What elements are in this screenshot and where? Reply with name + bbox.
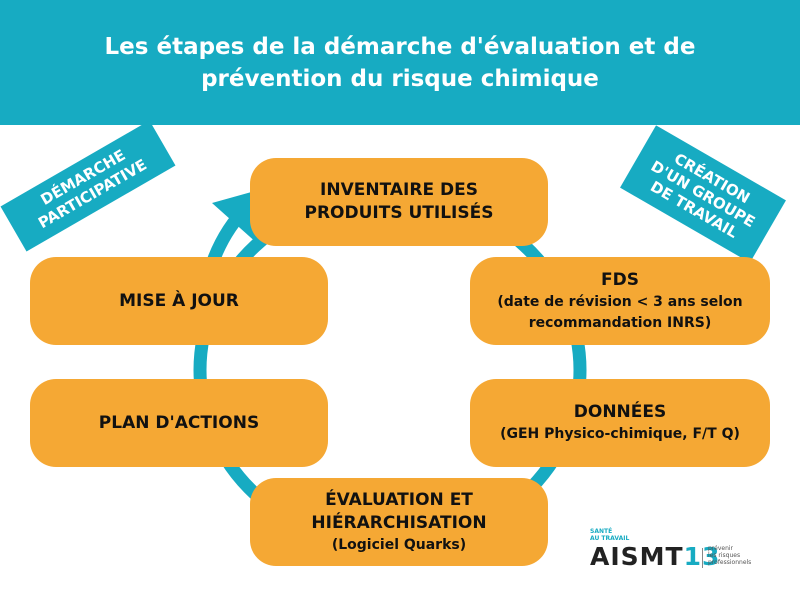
title-line-2: prévention du risque chimique xyxy=(201,65,599,92)
step-fds-sub-1: (date de révision < 3 ans selon xyxy=(497,293,743,310)
step-mise-a-jour: MISE À JOUR xyxy=(30,257,328,345)
logo-small-line-1: SANTÉ xyxy=(590,528,613,535)
logo-name-number: 13 xyxy=(683,542,721,571)
logo-separator xyxy=(702,548,703,568)
step-inventaire-line-1: INVENTAIRE DES xyxy=(320,180,478,200)
step-fds-sub-2: recommandation INRS) xyxy=(528,314,712,331)
logo-tagline-1: prévenir xyxy=(708,545,734,552)
step-plan-title: PLAN D'ACTIONS xyxy=(98,412,260,433)
page-title: Les étapes de la démarche d'évaluation e… xyxy=(60,31,740,95)
logo-tagline-3: professionnels xyxy=(708,559,752,566)
logo-small-text: SANTÉ AU TRAVAIL xyxy=(590,528,629,542)
logo-name-letters: AISMT xyxy=(590,542,684,571)
step-donnees-sub: (GEH Physico-chimique, F/T Q) xyxy=(500,426,740,442)
step-evaluation-line-2: HIÉRARCHISATION xyxy=(311,512,487,533)
step-donnees: DONNÉES (GEH Physico-chimique, F/T Q) xyxy=(470,379,770,467)
step-miseajour-title: MISE À JOUR xyxy=(119,290,239,311)
step-inventaire: INVENTAIRE DES PRODUITS UTILISÉS xyxy=(250,158,548,246)
step-inventaire-line-2: PRODUITS UTILISÉS xyxy=(304,203,494,223)
step-fds-title: FDS xyxy=(601,269,639,290)
header-banner: Les étapes de la démarche d'évaluation e… xyxy=(0,0,800,125)
step-fds: FDS (date de révision < 3 ans selon reco… xyxy=(470,257,770,345)
step-donnees-title: DONNÉES xyxy=(573,402,667,422)
logo-tagline: prévenir les risques professionnels xyxy=(708,545,751,566)
aismt13-logo: SANTÉ AU TRAVAIL AISMT13 prévenir les ri… xyxy=(590,528,790,578)
logo-tagline-2: les risques xyxy=(708,552,741,559)
logo-small-line-2: AU TRAVAIL xyxy=(590,535,630,542)
step-evaluation: ÉVALUATION ET HIÉRARCHISATION (Logiciel … xyxy=(250,478,548,566)
step-evaluation-line-1: ÉVALUATION ET xyxy=(325,489,473,510)
title-line-1: Les étapes de la démarche d'évaluation e… xyxy=(104,33,696,60)
step-evaluation-sub: (Logiciel Quarks) xyxy=(331,536,467,553)
step-plan-actions: PLAN D'ACTIONS xyxy=(30,379,328,467)
logo-name: AISMT13 xyxy=(590,542,720,572)
